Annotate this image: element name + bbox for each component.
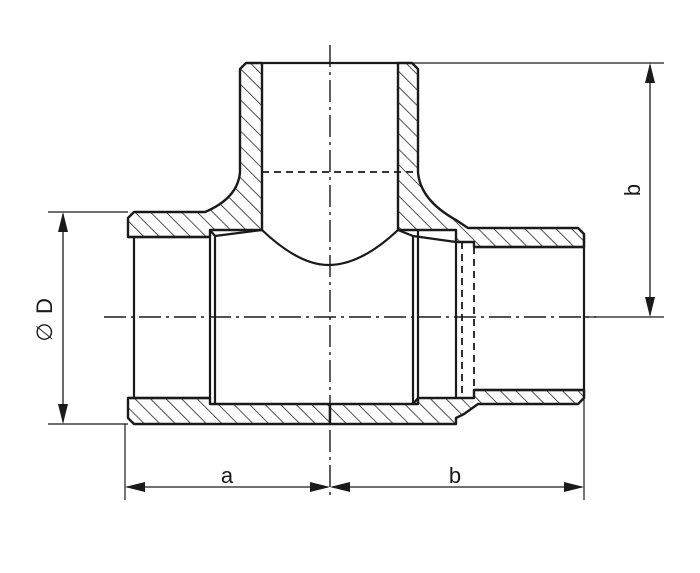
label-dim-diameter: D <box>32 298 57 314</box>
label-dim-b-horizontal: b <box>449 463 461 488</box>
label-dim-a: a <box>221 463 234 488</box>
wall-bottom-left <box>126 396 332 426</box>
wall-top-right <box>396 61 586 249</box>
diameter-symbol: ∅ <box>32 322 57 341</box>
label-diameter-group: ∅ D <box>32 298 57 342</box>
right-bore-taper <box>411 230 458 405</box>
arrow-b-vertical-top <box>645 63 655 83</box>
extension-lines <box>48 62 664 500</box>
arrow-diameter-bottom <box>58 404 68 424</box>
arrow-a-right <box>310 482 330 492</box>
arrow-b-vertical-bottom <box>645 297 655 317</box>
branch-intersection-curve <box>214 228 414 267</box>
arrow-a-left <box>125 482 145 492</box>
arrow-diameter-top <box>58 212 68 232</box>
wall-top-left <box>126 61 264 239</box>
wall-bottom-right <box>328 388 586 426</box>
right-spigot-end <box>474 234 586 398</box>
arrow-b-horizontal-left <box>330 482 350 492</box>
right-spigot-hidden <box>461 242 475 398</box>
arrow-b-horizontal-right <box>564 482 584 492</box>
label-dim-b-vertical: b <box>620 184 645 196</box>
